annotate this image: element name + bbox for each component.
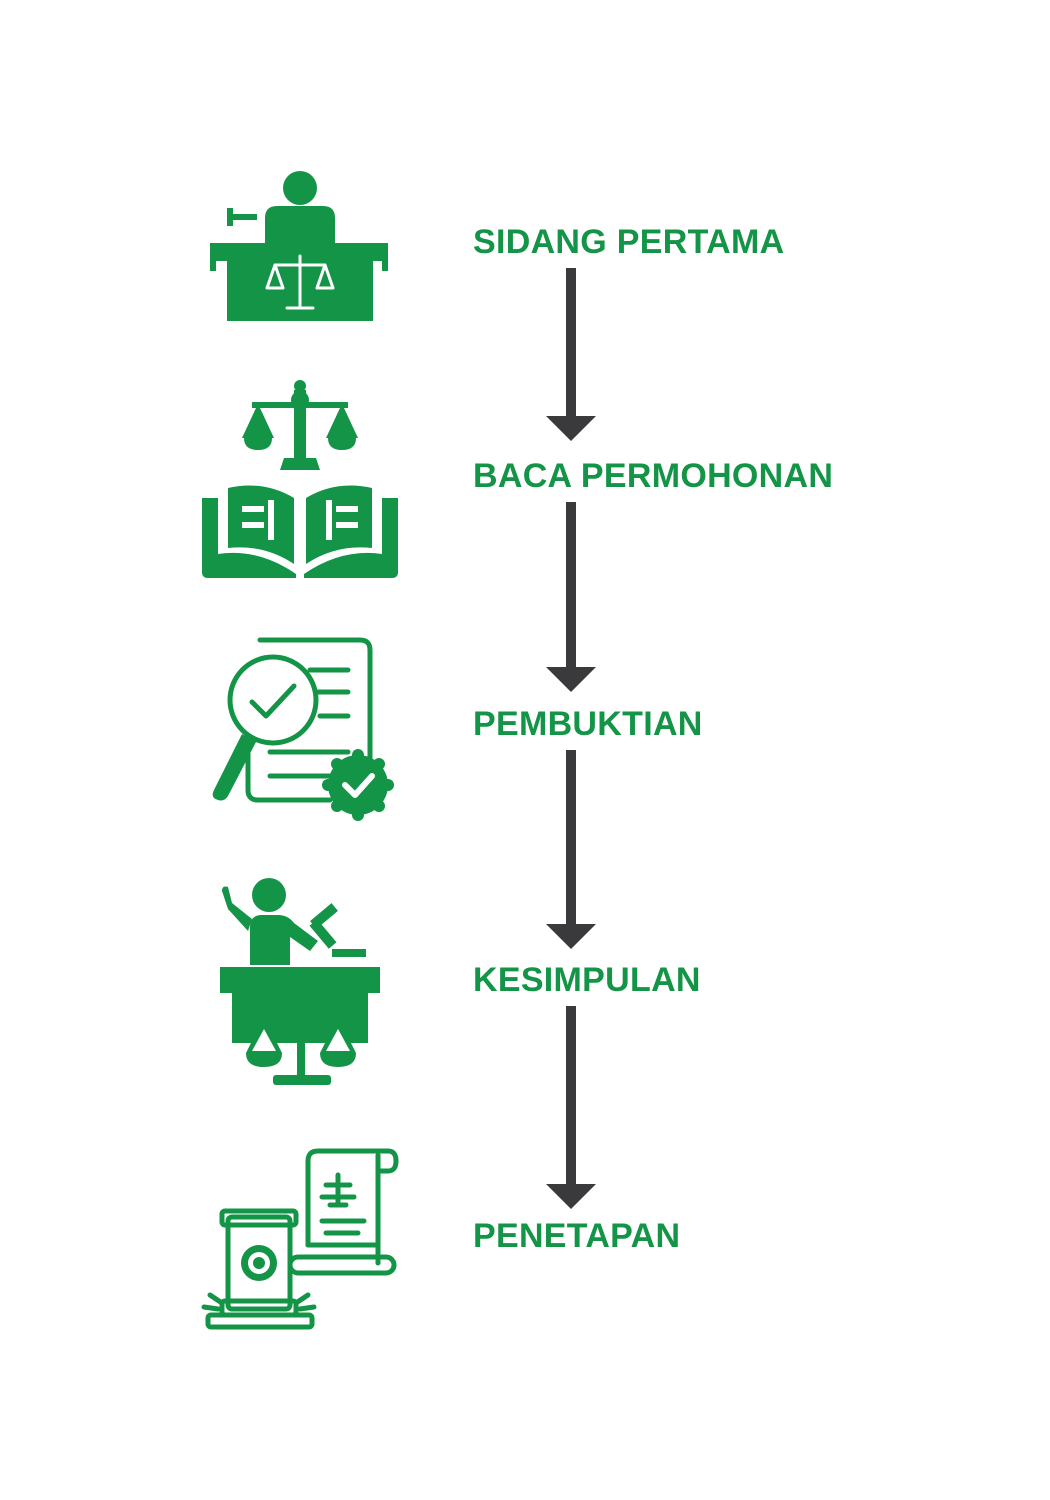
document-magnifier-check-icon [212, 637, 394, 821]
step-label-pembuktian: PEMBUKTIAN [473, 705, 703, 743]
gavel-and-decree-scroll-icon [201, 1148, 399, 1330]
arrow-down-icon [546, 268, 596, 441]
step-label-kesimpulan: KESIMPULAN [473, 961, 701, 999]
step-label-penetapan: PENETAPAN [473, 1217, 681, 1255]
step-label-sidang-pertama: SIDANG PERTAMA [473, 223, 785, 261]
step-label-baca-permohonan: BACA PERMOHONAN [473, 457, 834, 495]
arrow-down-icon [546, 750, 596, 949]
arrow-down-icon [546, 502, 596, 692]
arrow-down-icon [546, 1006, 596, 1209]
judge-at-bench-icon [210, 171, 388, 321]
judge-with-gavel-icon [220, 878, 380, 1085]
scales-and-open-book-icon [202, 380, 398, 578]
